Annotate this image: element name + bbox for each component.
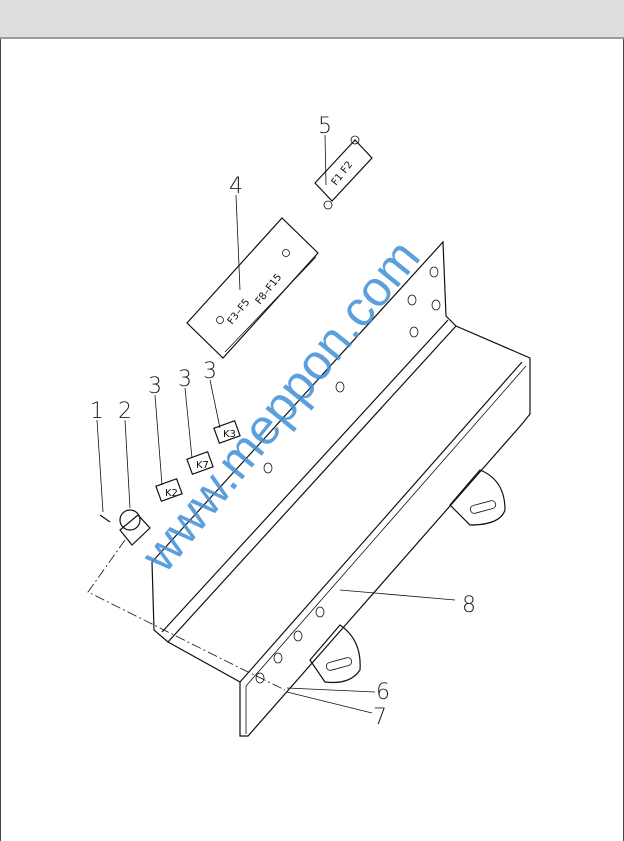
callout-3c: 3: [203, 359, 217, 384]
callout-8: 8: [462, 593, 476, 618]
fuse-label-f3-f5: F3–F5: [226, 297, 253, 327]
callout-4: 4: [229, 174, 243, 199]
fuse-label-f8-f15: F8–F15: [254, 272, 285, 307]
callout-3b: 3: [178, 367, 192, 392]
callout-3a: 3: [148, 374, 162, 399]
callout-5: 5: [318, 114, 332, 139]
callout-7: 7: [373, 705, 387, 730]
relay-labels: K2 K7 K3: [155, 419, 241, 503]
mounting-bracket: [151, 240, 531, 737]
relay-label-k3: K3: [223, 429, 236, 440]
relay-component: [87, 509, 286, 691]
relay-label-k7: K7: [196, 460, 209, 471]
fuse-plate-large: F3–F5 F8–F15: [186, 217, 319, 359]
top-bar: [0, 0, 624, 39]
callout-6: 6: [376, 680, 390, 705]
callout-2: 2: [118, 399, 132, 424]
leader-lines: [96, 134, 376, 714]
callout-1: 1: [90, 399, 104, 424]
fuse-plate-small: F1 F2: [314, 135, 373, 210]
relay-label-k2: K2: [165, 488, 178, 499]
